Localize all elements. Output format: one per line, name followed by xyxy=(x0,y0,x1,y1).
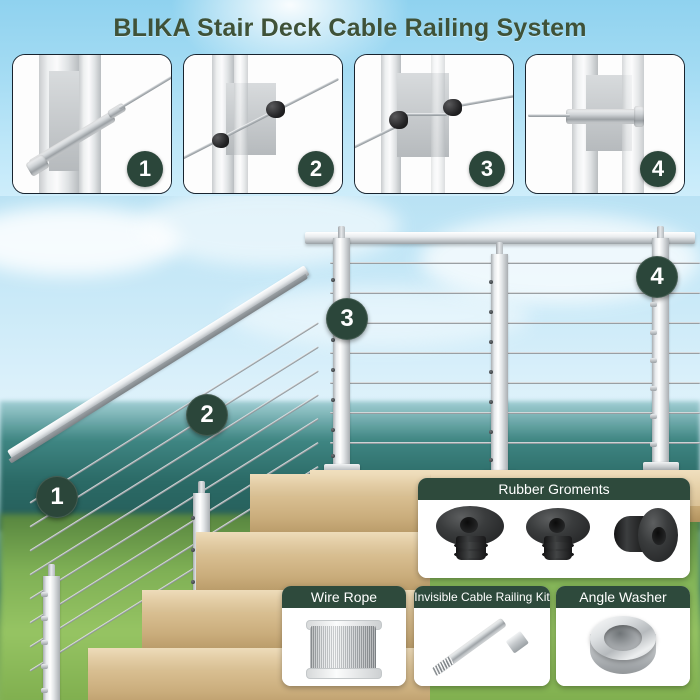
panel-badge-2: 2 xyxy=(298,151,334,187)
page-title: BLIKA Stair Deck Cable Railing System xyxy=(113,14,587,42)
detail-panel-3: 3 xyxy=(354,54,514,194)
detail-panel-4: 4 xyxy=(525,54,685,194)
product-box-invisible-cable-railing-kit-image xyxy=(414,608,550,686)
product-box-wire-rope-image xyxy=(282,608,406,686)
railing-post-deck-mid xyxy=(491,254,508,474)
scene-badge-1: 1 xyxy=(36,476,78,518)
detail-panel-2: 2 xyxy=(183,54,343,194)
scene-badge-3: 3 xyxy=(326,298,368,340)
product-box-invisible-cable-railing-kit: Invisible Cable Railing Kit xyxy=(414,586,550,686)
product-box-wire-rope: Wire Rope xyxy=(282,586,406,686)
detail-panel-2-illustration: 2 xyxy=(184,55,342,193)
detail-panel-1-illustration: 1 xyxy=(13,55,171,193)
scene-badge-4: 4 xyxy=(636,256,678,298)
scene-badge-2: 2 xyxy=(186,394,228,436)
product-box-invisible-cable-railing-kit-title: Invisible Cable Railing Kit xyxy=(414,586,550,608)
stair-tread xyxy=(196,532,430,554)
railing-post-1 xyxy=(43,576,60,700)
stair-tread xyxy=(250,474,430,496)
panel-badge-3: 3 xyxy=(469,151,505,187)
deck-handrail xyxy=(305,232,695,244)
stair-riser xyxy=(196,554,430,590)
detail-panel-4-illustration: 4 xyxy=(526,55,684,193)
panel-badge-1: 1 xyxy=(127,151,163,187)
panel-badge-4: 4 xyxy=(640,151,676,187)
detail-panel-1: 1 xyxy=(12,54,172,194)
product-box-wire-rope-title: Wire Rope xyxy=(282,586,406,608)
detail-panel-3-illustration: 3 xyxy=(355,55,513,193)
product-box-angle-washer-title: Angle Washer xyxy=(556,586,690,608)
railing-post-3 xyxy=(333,238,350,468)
product-box-rubber-groments-image xyxy=(418,500,690,578)
product-box-rubber-groments: Rubber Groments xyxy=(418,478,690,578)
stair-riser xyxy=(250,496,430,532)
product-box-angle-washer-image xyxy=(556,608,690,686)
product-box-rubber-groments-title: Rubber Groments xyxy=(418,478,690,500)
product-box-angle-washer: Angle Washer xyxy=(556,586,690,686)
